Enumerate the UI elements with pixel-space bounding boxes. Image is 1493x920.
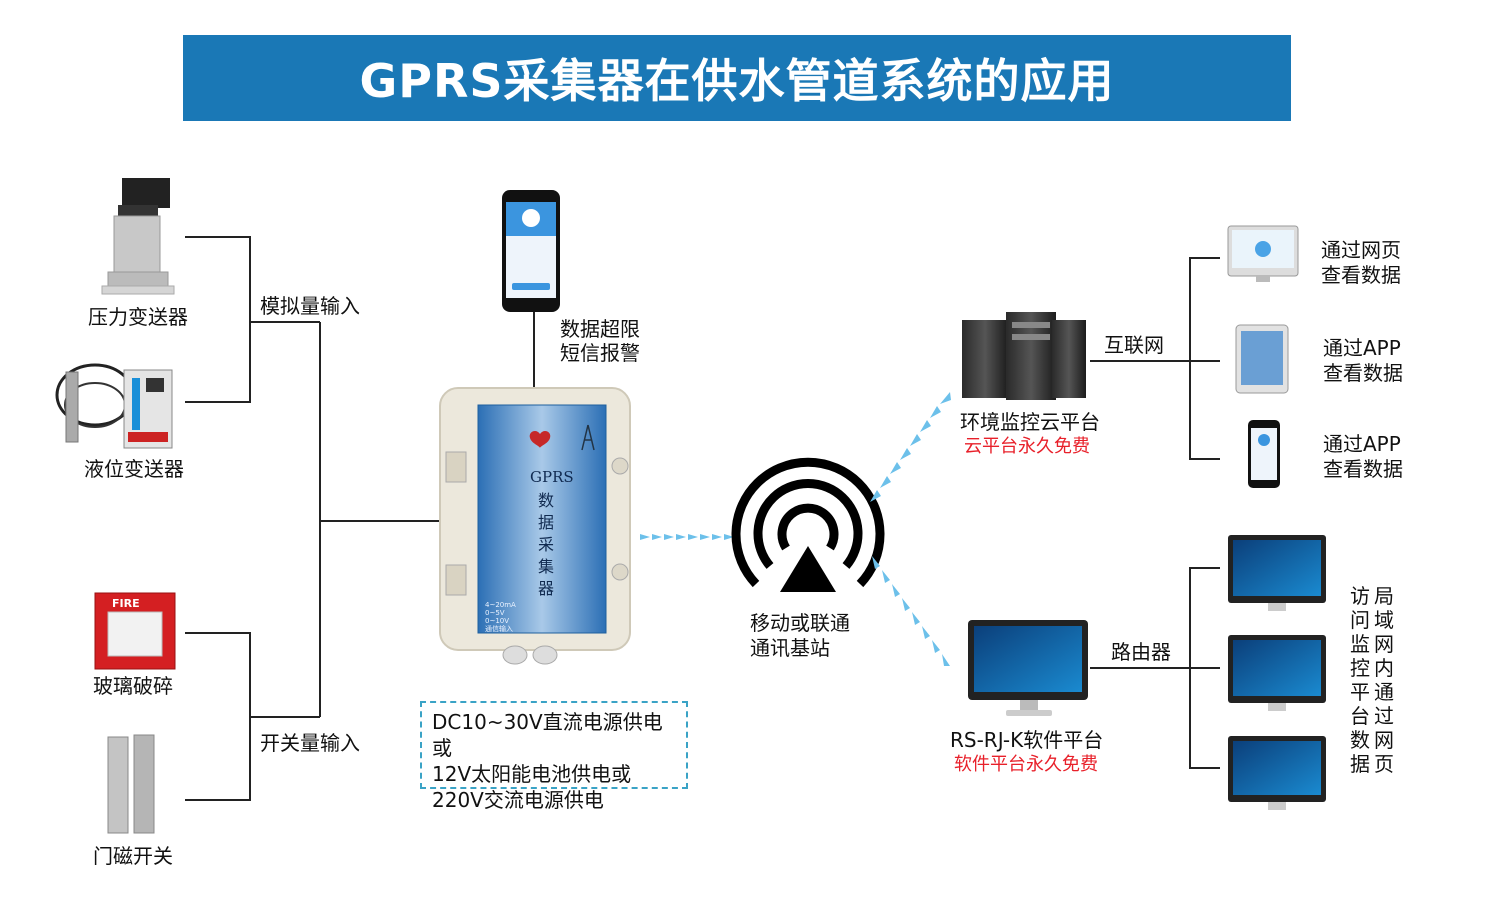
power-line: 220V交流电源供电 [432, 788, 604, 812]
device-char: 采 [538, 535, 555, 554]
cloud-server-icon [962, 312, 1086, 400]
target-web-line2: 查看数据 [1321, 263, 1401, 287]
power-line: DC10~30V直流电源供电或 [432, 710, 663, 760]
svg-text:FIRE: FIRE [112, 597, 140, 610]
indicator: 4~20mA [485, 601, 516, 609]
internet-label: 互联网 [1104, 333, 1164, 357]
door-magnet-icon [107, 734, 155, 834]
tablet-icon [1235, 324, 1289, 394]
web-monitor-icon [1227, 225, 1299, 282]
phone-icon [502, 190, 560, 312]
switch-input-label: 开关量输入 [260, 731, 360, 755]
level-transmitter-icon [55, 363, 173, 449]
lan-monitor-icon [1228, 736, 1326, 810]
title-banner: GPRS采集器在供水管道系统的应用 [183, 35, 1291, 121]
lan-monitor-icon [1228, 635, 1326, 711]
target-app-line1: 通过APP [1323, 336, 1401, 360]
cloud-platform-name: 环境监控云平台 [960, 410, 1100, 434]
page-title: GPRS采集器在供水管道系统的应用 [359, 54, 1115, 108]
link-station-cloud [870, 392, 951, 502]
base-station-icon [731, 457, 885, 588]
lan-access-col2: 局域网内通过网页 [1374, 584, 1394, 776]
station-line2: 通讯基站 [750, 636, 830, 660]
device-name-cn: 数 据 采 集 器 [538, 490, 554, 600]
sms-alarm-line2: 短信报警 [560, 341, 640, 365]
device-char: 数 [538, 491, 555, 510]
station-line1: 移动或联通 [750, 611, 850, 635]
base-station-tower [780, 546, 836, 592]
software-free-note: 软件平台永久免费 [954, 754, 1098, 775]
app-phone-icon [1248, 420, 1280, 488]
target-app-line2: 查看数据 [1323, 361, 1403, 385]
analog-input-label: 模拟量输入 [260, 294, 360, 318]
pressure-transmitter-icon [101, 178, 175, 295]
gprs-collector-icon [439, 387, 631, 665]
target-app2-line2: 查看数据 [1323, 457, 1403, 481]
lan-access-col1: 访问监控平台数据 [1350, 584, 1370, 776]
level-label: 液位变送器 [84, 457, 184, 481]
link-device-station [640, 534, 734, 540]
device-char: 器 [538, 579, 555, 598]
input-wiring [185, 236, 1220, 801]
target-web-line1: 通过网页 [1321, 238, 1401, 262]
power-info-box: DC10~30V直流电源供电或 12V太阳能电池供电或 220V交流电源供电 [420, 701, 688, 812]
device-name-en: GPRS [530, 468, 574, 486]
software-platform-name: RS-RJ-K软件平台 [950, 728, 1104, 752]
glass-label: 玻璃破碎 [93, 674, 173, 698]
pressure-label: 压力变送器 [88, 305, 188, 329]
device-indicators: 4~20mA 0~5V 0~10V 通信输入 [485, 601, 516, 633]
indicator: 0~5V [485, 609, 505, 617]
lan-monitor-icon [1228, 535, 1326, 611]
power-line: 12V太阳能电池供电或 [432, 762, 632, 786]
device-char: 据 [538, 513, 555, 532]
cloud-free-note: 云平台永久免费 [964, 436, 1090, 457]
indicator: 通信输入 [485, 625, 513, 633]
door-label: 门磁开关 [93, 844, 173, 868]
indicator: 0~10V [485, 617, 510, 625]
sms-alarm-line1: 数据超限 [560, 317, 640, 341]
target-app2-line1: 通过APP [1323, 432, 1401, 456]
software-monitor-icon [968, 620, 1088, 716]
link-station-software [872, 556, 950, 666]
glass-break-icon: FIRE [94, 592, 176, 670]
device-char: 集 [538, 557, 555, 576]
router-label: 路由器 [1111, 640, 1171, 664]
